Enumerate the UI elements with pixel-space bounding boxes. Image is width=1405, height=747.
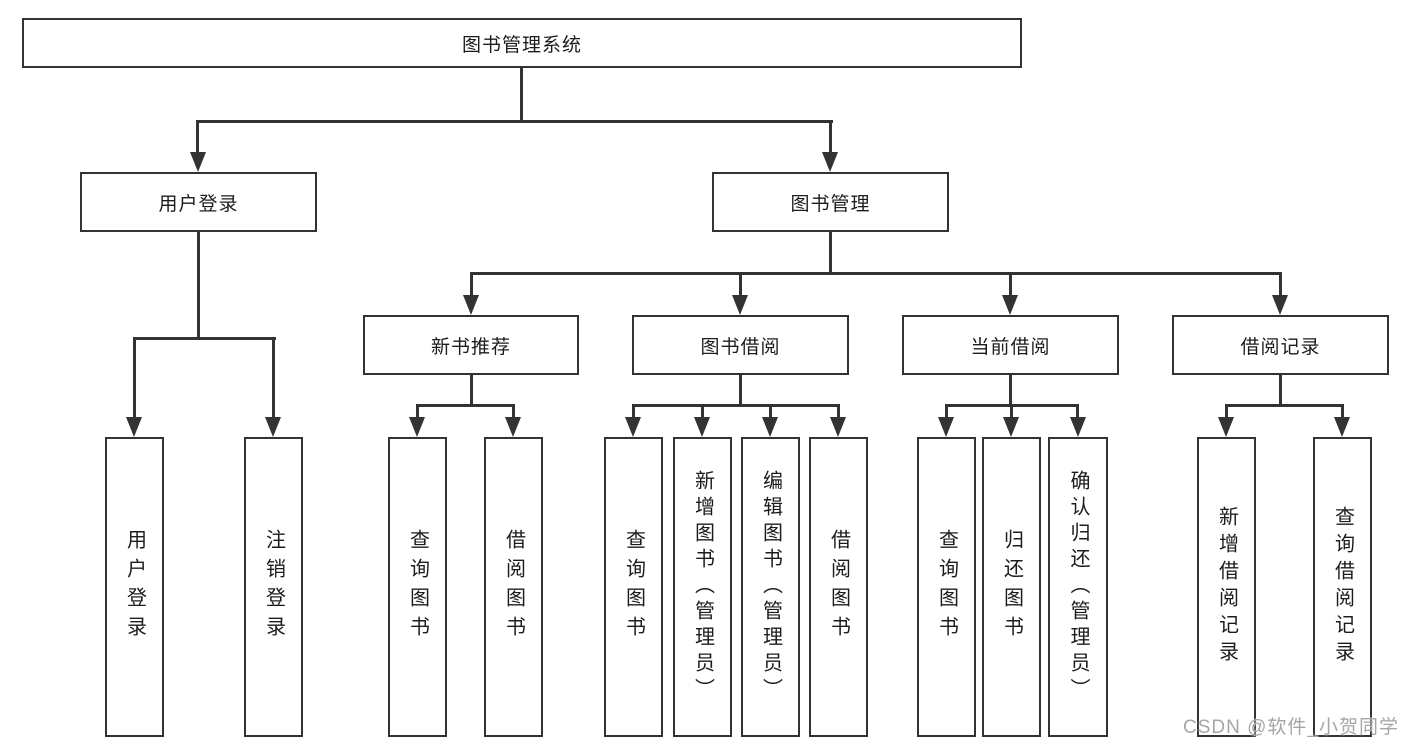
- connector-bb-trunk: [739, 375, 742, 407]
- leaf-user-login: 用户登录: [105, 437, 164, 737]
- arrow-down-icon: [822, 152, 838, 172]
- connector-leaf-stem: [1225, 404, 1228, 420]
- node-user-login: 用户登录: [80, 172, 317, 232]
- arrow-down-icon: [265, 417, 281, 437]
- node-root: 图书管理系统: [22, 18, 1022, 68]
- leaf-edit-books-admin: 编辑图书（管理员）: [741, 437, 800, 737]
- arrow-down-icon: [625, 417, 641, 437]
- connector-leaf-stem: [1076, 404, 1079, 420]
- arrow-down-icon: [1003, 417, 1019, 437]
- arrow-down-icon: [409, 417, 425, 437]
- arrow-down-icon: [1334, 417, 1350, 437]
- arrow-down-icon: [1002, 295, 1018, 315]
- leaf-borrow-books: 借阅图书: [809, 437, 868, 737]
- leaf-query-books: 查询图书: [917, 437, 976, 737]
- arrow-down-icon: [190, 152, 206, 172]
- connector-br-trunk: [1279, 375, 1282, 407]
- connector-nbr-bus: [416, 404, 515, 407]
- connector-userlogin-bus: [133, 337, 276, 340]
- connector-nbr-trunk: [470, 375, 473, 407]
- node-new-book-recommend: 新书推荐: [363, 315, 579, 375]
- arrow-down-icon: [1070, 417, 1086, 437]
- leaf-borrow-books: 借阅图书: [484, 437, 543, 737]
- connector-leaf-stem: [272, 337, 275, 421]
- connector-level3-bus: [470, 272, 1282, 275]
- connector-leaf-stem: [1010, 404, 1013, 420]
- leaf-query-borrow-record: 查询借阅记录: [1313, 437, 1372, 737]
- node-borrow-records: 借阅记录: [1172, 315, 1389, 375]
- node-current-borrow: 当前借阅: [902, 315, 1119, 375]
- arrow-down-icon: [505, 417, 521, 437]
- connector-level3-stem: [1279, 272, 1282, 298]
- connector-leaf-stem: [837, 404, 840, 420]
- connector-level2-bus: [196, 120, 833, 123]
- arrow-down-icon: [1218, 417, 1234, 437]
- connector-level3-stem: [470, 272, 473, 298]
- connector-level3-stem: [739, 272, 742, 298]
- node-book-borrow: 图书借阅: [632, 315, 849, 375]
- connector-leaf-stem: [632, 404, 635, 420]
- arrow-down-icon: [830, 417, 846, 437]
- node-book-management: 图书管理: [712, 172, 949, 232]
- arrow-down-icon: [762, 417, 778, 437]
- connector-leaf-stem: [945, 404, 948, 420]
- arrow-down-icon: [732, 295, 748, 315]
- connector-root-stem: [520, 68, 523, 122]
- connector-leaf-stem: [512, 404, 515, 420]
- arrow-down-icon: [694, 417, 710, 437]
- arrow-down-icon: [463, 295, 479, 315]
- arrow-down-icon: [126, 417, 142, 437]
- connector-leaf-stem: [416, 404, 419, 420]
- leaf-add-books-admin: 新增图书（管理员）: [673, 437, 732, 737]
- connector-leaf-stem: [1341, 404, 1344, 420]
- connector-leaf-stem: [133, 337, 136, 421]
- leaf-add-borrow-record: 新增借阅记录: [1197, 437, 1256, 737]
- leaf-return-books: 归还图书: [982, 437, 1041, 737]
- connector-bookmgmt-stem: [829, 120, 832, 156]
- leaf-query-books: 查询图书: [604, 437, 663, 737]
- connector-userlogin-trunk: [197, 232, 200, 339]
- arrow-down-icon: [1272, 295, 1288, 315]
- connector-bookmgmt-trunk: [829, 232, 832, 274]
- leaf-confirm-return-admin: 确认归还（管理员）: [1048, 437, 1108, 737]
- connector-bb-bus: [632, 404, 840, 407]
- connector-cb-trunk: [1009, 375, 1012, 407]
- leaf-query-books: 查询图书: [388, 437, 447, 737]
- connector-br-bus: [1225, 404, 1344, 407]
- connector-userlogin-stem: [196, 120, 199, 156]
- connector-level3-stem: [1009, 272, 1012, 298]
- watermark: CSDN @软件_小贺同学: [1183, 717, 1399, 738]
- arrow-down-icon: [938, 417, 954, 437]
- connector-leaf-stem: [769, 404, 772, 420]
- connector-leaf-stem: [701, 404, 704, 420]
- leaf-logout: 注销登录: [244, 437, 303, 737]
